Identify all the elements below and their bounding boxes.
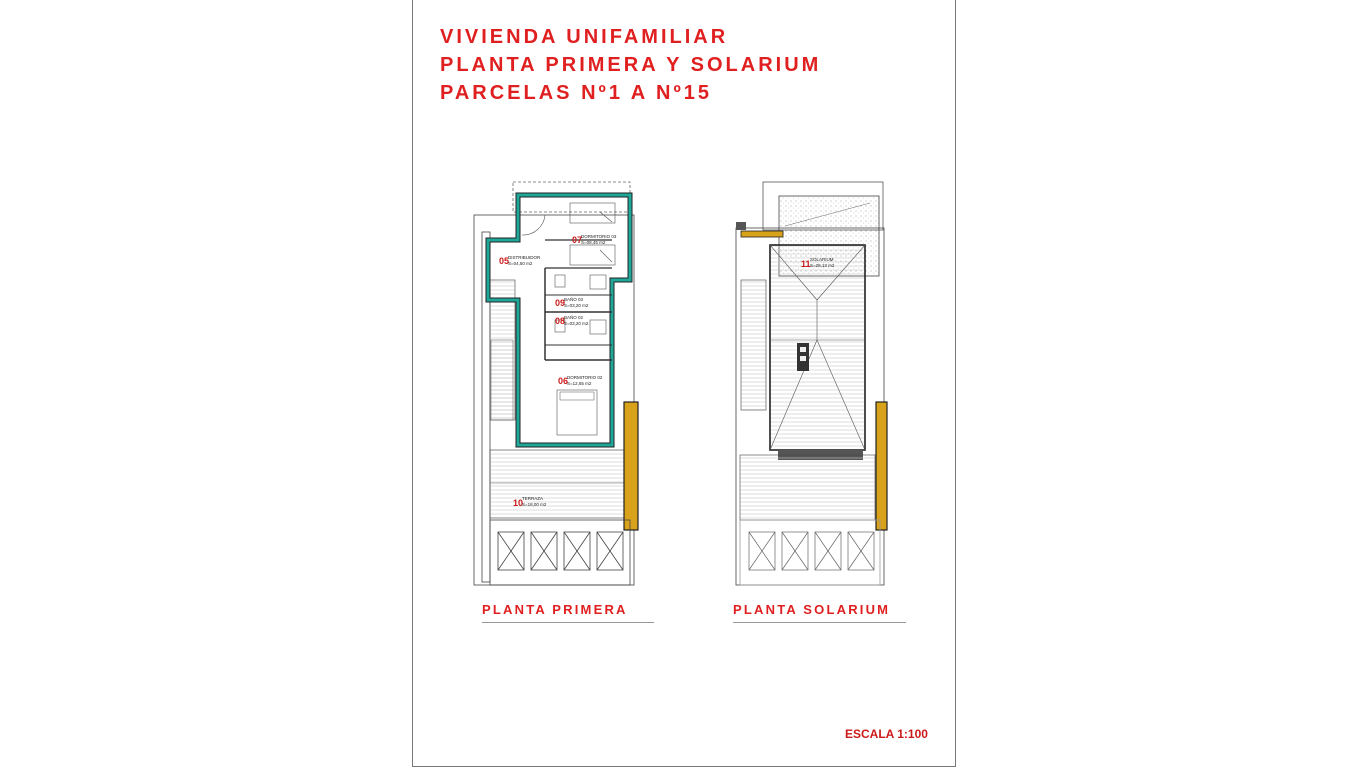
- plan-label-solarium: PLANTA SOLARIUM: [733, 602, 906, 623]
- plan-label-primera: PLANTA PRIMERA: [482, 602, 654, 623]
- room-area: S=18,00 m2: [522, 502, 547, 507]
- room-name: DORMITORIO 03: [581, 234, 617, 239]
- room-area: S=03,20 m2: [564, 321, 589, 326]
- room-area: S=04,50 m2: [508, 261, 533, 266]
- room-number: 10: [513, 498, 523, 508]
- plan-solarium: 11 SOLARIUM S=28,13 m2: [735, 181, 888, 586]
- room-name: DISTRIBUIDOR: [508, 255, 541, 260]
- room-area: S=12,65 m2: [567, 381, 592, 386]
- room-name: BAÑO 02: [564, 314, 584, 320]
- room-number: 11: [801, 259, 811, 269]
- room-number: 09: [555, 298, 565, 308]
- scale-label: ESCALA 1:100: [845, 727, 928, 741]
- title-line-1: VIVIENDA UNIFAMILIAR: [440, 26, 729, 48]
- title-line-2: PLANTA PRIMERA Y SOLARIUM: [440, 54, 822, 76]
- room-area: S=08,45 m2: [581, 240, 606, 245]
- room-name: BAÑO 03: [564, 296, 584, 302]
- room-name: DORMITORIO 02: [567, 375, 603, 380]
- room-number: 07: [572, 235, 582, 245]
- room-number: 06: [558, 376, 568, 386]
- room-area: S=03,20 m2: [564, 303, 589, 308]
- room-number: 05: [499, 256, 509, 266]
- plan-primera: 05 DISTRIBUIDOR S=04,50 m2 07 DORMITORIO…: [473, 181, 639, 586]
- title-line-3: PARCELAS Nº1 A Nº15: [440, 82, 713, 104]
- room-name: TERRAZA: [522, 496, 543, 501]
- room-name: SOLARIUM: [810, 257, 834, 262]
- room-number: 08: [555, 316, 565, 326]
- room-area: S=28,13 m2: [810, 263, 835, 268]
